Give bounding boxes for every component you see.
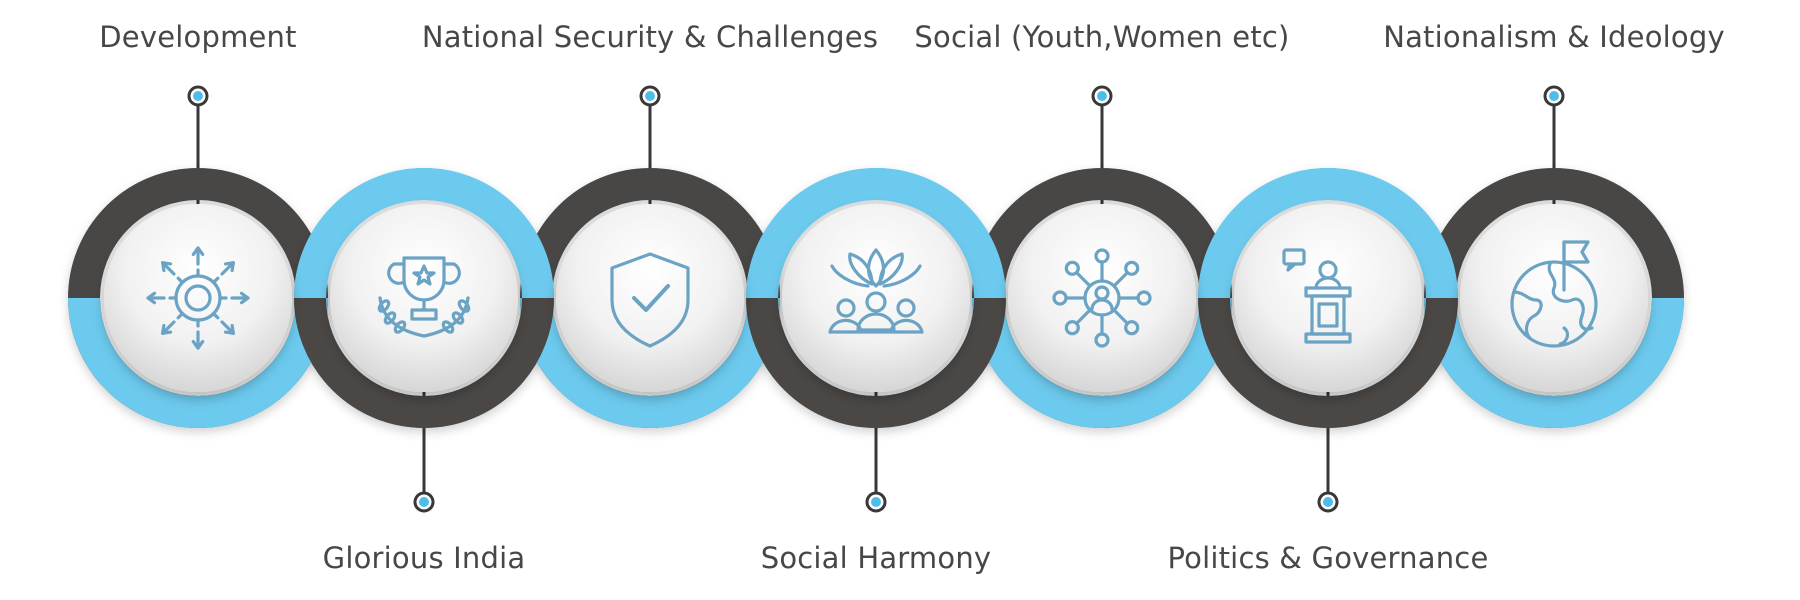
pin-dot-2 xyxy=(419,497,429,507)
network-user-icon xyxy=(1052,248,1152,348)
step-disc-6 xyxy=(1234,204,1422,392)
shield-check-icon xyxy=(610,252,690,348)
step-label-1: Development xyxy=(99,20,297,54)
step-ring-lower-5 xyxy=(972,297,1232,428)
pin-dot-6 xyxy=(1323,497,1333,507)
step-disc-2 xyxy=(330,204,518,392)
step-ring-lower-1 xyxy=(68,297,328,428)
lotus-people-icon xyxy=(828,248,924,334)
pin-dot-1 xyxy=(193,91,203,101)
step-ring-lower-4 xyxy=(746,297,1006,428)
step-ring-lower-3 xyxy=(520,297,780,428)
step-ring-lower-6 xyxy=(1198,297,1458,428)
step-label-3: National Security & Challenges xyxy=(421,20,879,54)
step-disc-3 xyxy=(556,204,744,392)
gear-arrows-icon xyxy=(146,246,250,350)
step-ring-overlap-4 xyxy=(746,168,1006,299)
step-ring-lower-7 xyxy=(1424,297,1684,428)
globe-flag-icon xyxy=(1510,240,1598,348)
step-ring-lower-2 xyxy=(294,297,554,428)
step-label-7: Nationalism & Ideology xyxy=(1383,20,1725,54)
step-disc-4 xyxy=(782,204,970,392)
step-label-5: Social (Youth,Women etc) xyxy=(914,20,1290,54)
step-disc-7 xyxy=(1460,204,1648,392)
step-disc-1 xyxy=(104,204,292,392)
pin-dot-3 xyxy=(645,91,655,101)
pin-dot-7 xyxy=(1549,91,1559,101)
trophy-laurel-icon xyxy=(377,256,471,338)
step-label-2: Glorious India xyxy=(322,541,526,575)
podium-speaker-icon xyxy=(1282,248,1352,344)
pin-dot-4 xyxy=(871,497,881,507)
pin-dot-5 xyxy=(1097,91,1107,101)
step-ring-overlap-6 xyxy=(1198,168,1458,299)
step-label-4: Social Harmony xyxy=(760,541,992,575)
step-ring-overlap-2 xyxy=(294,168,554,299)
step-label-6: Politics & Governance xyxy=(1167,541,1489,575)
